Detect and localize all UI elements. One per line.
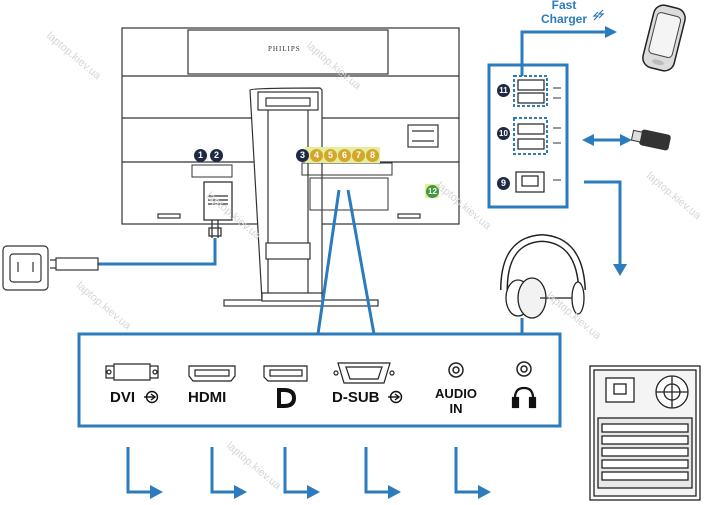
callout-1: 1 [194, 149, 207, 162]
fast-charger-line [520, 30, 605, 76]
phone-icon [642, 4, 686, 72]
input-arrow-icon [144, 390, 159, 404]
dsub-connector [333, 362, 395, 384]
usb-b-line [584, 180, 622, 266]
signal-line-right [346, 189, 376, 335]
callout-11: 11 [497, 84, 510, 97]
audio-in-label: AUDIO IN [430, 386, 482, 416]
callout-7: 7 [352, 149, 365, 162]
usb-stick-icon [630, 129, 671, 151]
fast-charger-arrow [605, 26, 617, 38]
fast-charger-line1: Fast [551, 0, 577, 12]
usb-b-arrow [613, 264, 627, 276]
usb-symbols [553, 87, 561, 181]
hdmi-connector [188, 365, 236, 382]
dvi-connector [105, 363, 159, 381]
fast-charger-label: Fast Charger [536, 0, 592, 26]
power-line [98, 238, 217, 266]
callout-5: 5 [324, 149, 337, 162]
headphone-jack-icon [511, 386, 537, 409]
headphone-jack [516, 361, 532, 377]
dsub-label: D-SUB [332, 389, 380, 406]
callout-2: 2 [210, 149, 223, 162]
audio-in-line2: IN [449, 401, 463, 416]
callout-12: 12 [426, 185, 439, 198]
callout-10: 10 [497, 127, 510, 140]
callout-8: 8 [366, 149, 379, 162]
displayport-logo [277, 388, 296, 408]
power-cable [203, 181, 233, 238]
brand-logo: PHILIPS [268, 45, 301, 53]
callout-4: 4 [310, 149, 323, 162]
input-arrow-icon-dsub [388, 390, 403, 404]
callout-3: 3 [296, 149, 309, 162]
fast-charger-line2: Charger [540, 12, 587, 26]
dvi-label: DVI [110, 389, 136, 406]
pc-tower-icon [589, 365, 701, 501]
double-arrow [582, 134, 632, 146]
bottom-arrowheads [150, 485, 491, 499]
power-plug [2, 245, 99, 291]
signal-line-left [316, 189, 341, 335]
hdmi-label: HDMI [188, 389, 227, 406]
lightning-icon [592, 9, 605, 21]
connector-box [77, 332, 562, 428]
displayport-connector [263, 365, 308, 382]
headphones-icon [500, 233, 586, 319]
monitor-stand [223, 87, 379, 307]
audio-in-line1: AUDIO [435, 386, 477, 401]
audio-in-jack [448, 362, 464, 378]
bottom-arrows [126, 447, 480, 494]
callout-6: 6 [338, 149, 351, 162]
callout-9: 9 [497, 177, 510, 190]
usb-ports [513, 75, 548, 193]
